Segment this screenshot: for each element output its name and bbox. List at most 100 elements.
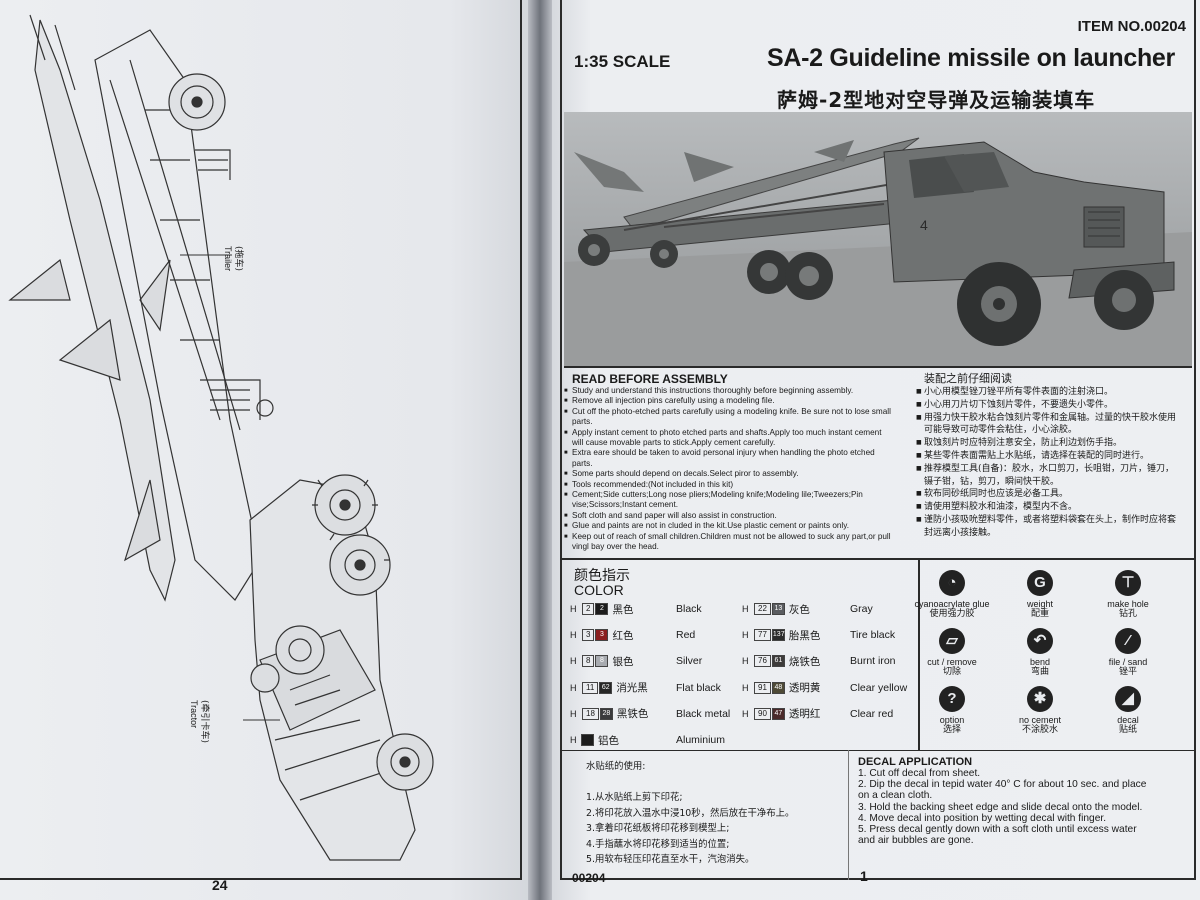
symbol-label-cn: 不涂胶水 [1021,725,1058,735]
list-item: Study and understand this instructions t… [564,386,894,397]
file-sand-icon: ⁄ [1115,628,1141,654]
color-code-prefix: H [570,708,577,719]
list-item: 小心用刀片切下蚀刻片零件，不要遗失小零件。 [916,399,1178,412]
color-code-prefix: H [742,656,749,667]
color-name: Gray [850,603,873,615]
symbol-label: cyanoacrylate glue [914,599,990,609]
tractor-label: Tractor [189,700,199,729]
color-swatch: 28 [599,707,613,720]
list-item: Cut off the photo-etched parts carefully… [564,407,894,428]
list-item: 1.从水贴纸上剪下印花; [586,792,683,803]
right-page-number: 1 [860,868,868,884]
symbol-label-cn: 钻孔 [1118,609,1137,619]
no-cement-icon: ✱ [1027,686,1053,712]
symbol-label-cn: 贴纸 [1118,725,1137,735]
list-item: Extra eare should be taken to avoid pers… [564,448,894,469]
color-code-prefix: H [570,656,577,667]
decal-icon: ◢ [1115,686,1141,712]
footer-code: 00204 [572,871,606,885]
color-code-prefix: H [742,604,749,614]
color-name: Black [676,603,702,615]
page-title: SA-2 Guideline missile on launcher [767,44,1175,72]
read-before-list-cn: 小心用模型锉刀锉平所有零件表面的注射浇口。 小心用刀片切下蚀刻片零件，不要遗失小… [916,386,1178,540]
symbol-label-cn: 锉平 [1118,667,1137,677]
color-name-cn: 烧铁色 [788,655,821,668]
color-swatch: 47 [771,707,785,720]
color-name: Clear red [850,707,894,720]
symbol-label-cn: 配重 [1030,609,1049,619]
trailer-label: Trailer [223,246,233,272]
page-title-cn: 萨姆-2型地对空导弹及运输装填车 [777,88,1096,112]
scale-label: 1:35 SCALE [574,52,671,71]
list-item: Glue and paints are not in cluded in the… [564,521,894,532]
list-item: 小心用模型锉刀锉平所有零件表面的注射浇口。 [916,386,1178,399]
list-item: 2.将印花放入温水中浸10秒，然后放在干净布上。 [586,807,795,819]
symbol-label: decal [1117,715,1139,725]
vehicle-photo: 4 [564,112,1192,368]
list-item: Remove all injection pins carefully usin… [564,396,894,407]
decal-heading: DECAL APPLICATION [858,756,973,768]
color-name-cn: 灰色 [788,603,810,616]
color-code-prefix: H [742,682,749,693]
color-code: 11 [582,681,599,694]
list-item: 3.拿着印花纸板将印花移到模型上; [586,823,730,835]
color-name-cn: 黑色 [612,603,634,616]
list-item: 软布同砂纸同时也应该是必备工具。 [916,488,1178,501]
symbol-label: bend [1029,657,1051,667]
color-code: 2 [582,603,595,615]
read-before-list: Study and understand this instructions t… [564,386,894,553]
book-gutter [528,0,552,900]
trailer-label-cn: (拖车) [233,246,243,272]
color-code-prefix: H [570,735,577,745]
color-name-cn: 透明黄 [788,682,821,695]
color-code: 22 [754,603,771,615]
left-page: (拖车) Trailer (牵引卡车) Tractor 24 [0,0,528,900]
color-name-cn: 透明红 [788,708,821,721]
list-item: 5. Press decal gently down with a soft c… [858,824,1137,847]
color-code-prefix: H [742,630,749,641]
cut-remove-icon: ▱ [939,628,965,654]
right-page-frame [560,0,1196,880]
color-code-prefix: H [742,708,749,719]
option-icon: ? [939,686,965,712]
divider [560,558,1196,560]
color-code-prefix: H [570,604,577,614]
color-swatch: 13 [771,603,785,615]
read-before-heading-cn: 装配之前仔细阅读 [924,372,1012,385]
color-code-prefix: H [570,630,577,641]
symbol-label-cn: 使用强力胶 [929,609,975,619]
color-code: 76 [754,655,771,668]
list-item: 某些零件表面需贴上水贴纸，请选择在装配的同时进行。 [916,450,1178,463]
read-before-heading: READ BEFORE ASSEMBLY [572,372,728,386]
color-heading: COLOR [574,582,624,598]
list-item: 4.手指蘸水将印花移到适当的位置; [586,838,730,850]
color-heading-cn: 颜色指示 [574,568,630,584]
color-name: Clear yellow [850,681,908,694]
cyanoacrylate-glue-icon: ◔ [939,570,965,596]
list-item: 1. Cut off decal from sheet. [858,768,981,779]
list-item: 用强力快干胶水粘合蚀刻片零件和金属轴。过量的快干胶水使用可能导致可动零件会粘住，… [916,412,1178,438]
list-item: Some parts should depend on decals.Selec… [564,469,894,480]
color-name: Burnt iron [850,655,896,668]
color-name-cn: 红色 [612,629,634,642]
color-swatch: 62 [599,681,613,694]
symbol-label: make hole [1107,599,1149,609]
left-page-frame [0,0,522,880]
decal-heading-cn: 水贴纸的使用: [586,761,646,772]
color-name-cn: 黑铁色 [616,708,649,721]
list-item: 5.用软布轻压印花直至水干，汽泡消失。 [586,854,755,866]
color-name-cn: 消光黑 [616,682,648,695]
color-code: 18 [582,707,599,720]
